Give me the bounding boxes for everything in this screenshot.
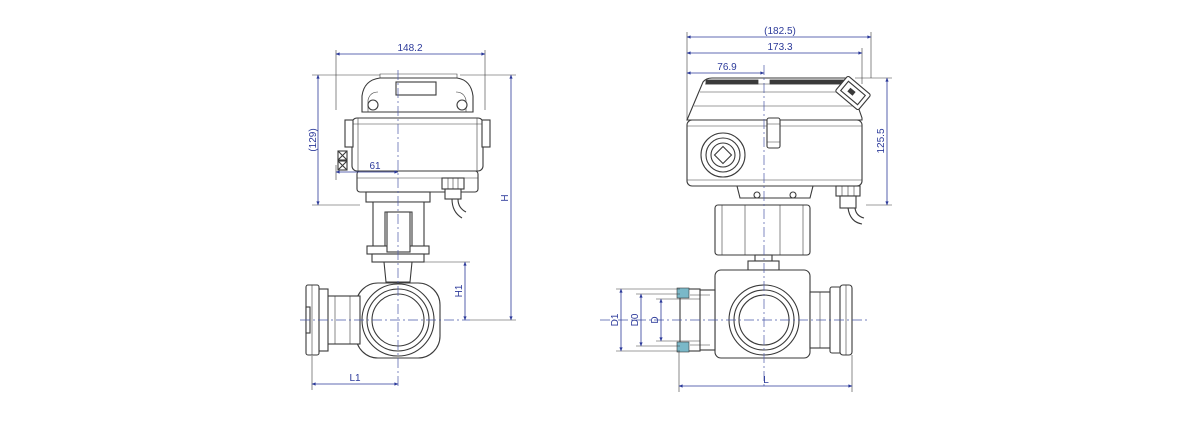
dim-side-height: 125.5 (876, 128, 887, 153)
side-coupling (714, 204, 811, 271)
front-view (300, 70, 491, 388)
dim-side-width: 173.3 (767, 42, 792, 53)
side-status-window (835, 75, 871, 111)
dim-front-height-ref: (129) (308, 128, 319, 151)
dim-front-h: H (500, 194, 511, 201)
front-cable-gland (441, 177, 467, 219)
side-manual-override (700, 132, 746, 178)
dim-side-d: D (650, 316, 661, 323)
front-dimensions: 148.2 (129) 61 H H1 L1 (308, 43, 516, 390)
side-cable-gland (835, 185, 865, 225)
dim-front-h1: H1 (454, 284, 465, 297)
front-actuator-body (344, 117, 491, 193)
seal-top (676, 287, 690, 299)
dim-side-d1: D1 (610, 313, 621, 326)
side-actuator-cover (686, 77, 863, 121)
dim-front-width: 148.2 (397, 43, 422, 54)
side-view (600, 65, 871, 388)
side-actuator-body (686, 117, 863, 199)
dim-side-overall: (182.5) (764, 26, 796, 37)
dim-side-offset: 76.9 (717, 62, 737, 73)
dim-front-offset: 61 (369, 161, 381, 172)
seal-bottom (676, 341, 690, 353)
side-dimensions: (182.5) 173.3 76.9 125.5 D1 D0 D L (610, 26, 892, 392)
front-actuator-cover (361, 73, 474, 113)
side-valve-body (714, 269, 811, 359)
dim-front-l1: L1 (349, 373, 361, 384)
manual-override-symbol (337, 150, 348, 171)
dim-side-d0: D0 (630, 313, 641, 326)
dim-side-l: L (763, 375, 769, 386)
